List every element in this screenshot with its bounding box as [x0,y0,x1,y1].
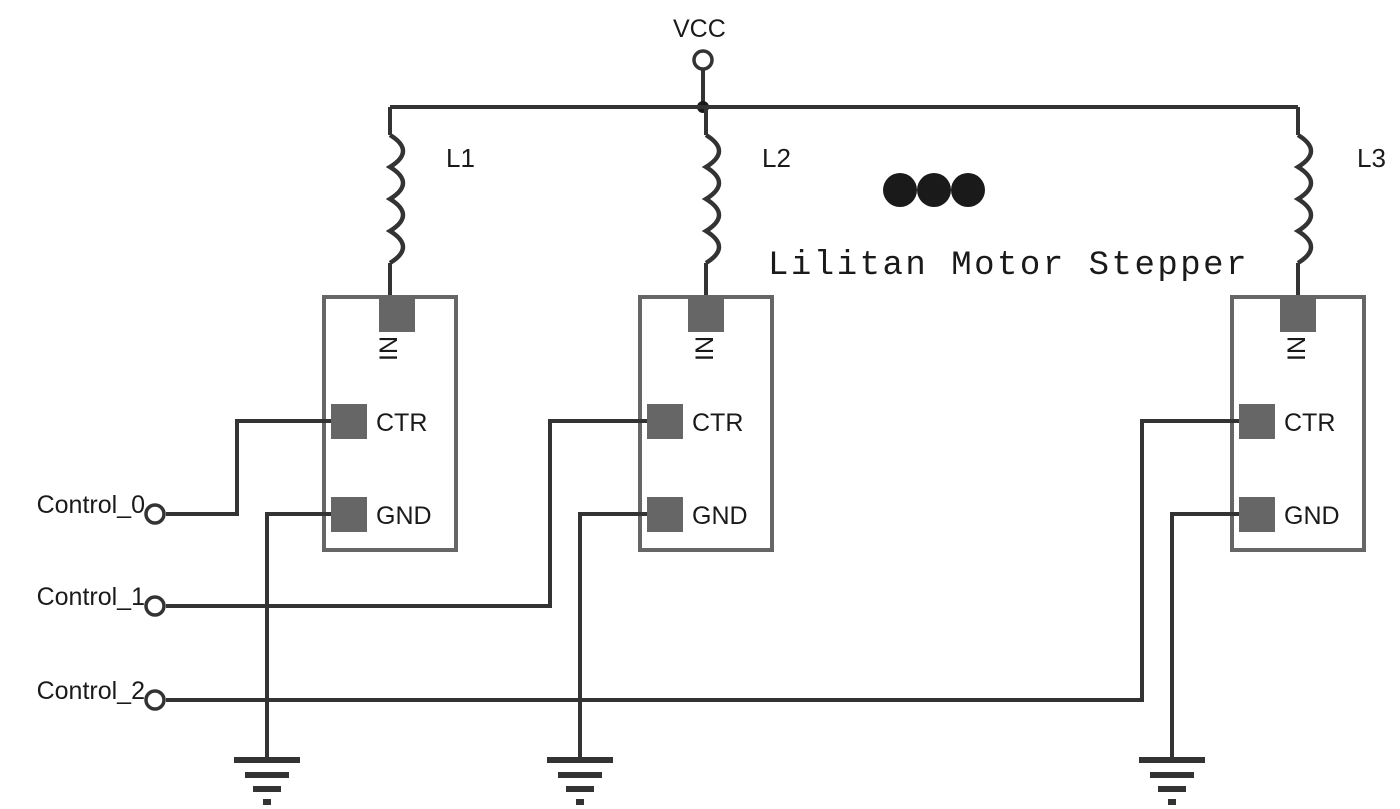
driver-ic-1[interactable] [322,295,458,552]
driver-2-label-in: IN [691,336,719,361]
driver-2-pin-gnd[interactable] [647,497,683,532]
driver-1-label-in: IN [375,336,403,361]
net-gnd-3 [1170,512,1239,760]
inductor-l2 [701,107,722,303]
control-0-wire [166,419,331,516]
driver-ic-2[interactable] [638,295,774,552]
driver-3-label-in: IN [1283,336,1311,361]
driver-3-label-gnd: GND [1284,502,1340,530]
control-0-terminal-circle[interactable] [144,503,166,525]
ground-symbol-2 [547,757,613,805]
inductor-l3 [1293,107,1314,303]
driver-3-label-ctr: CTR [1284,409,1335,437]
ground-symbol-1 [234,757,300,805]
driver-3-pin-in[interactable] [1280,297,1316,332]
inductor-l1 [385,107,406,303]
inductor-l3-label: L3 [1357,143,1386,173]
net-control-1 [166,419,647,608]
net-gnd-1 [265,512,331,760]
three-dots-dot-3 [951,173,985,207]
driver-2-label-gnd: GND [692,502,748,530]
vcc-label: VCC [673,15,726,43]
control-2-label: Control_2 [37,677,145,705]
driver-1-label-ctr: CTR [376,409,427,437]
gnd-2-wire [578,512,647,760]
vcc-terminal[interactable] [692,49,714,113]
inductor-l2-label: L2 [762,143,791,173]
driver-3-pin-ctr[interactable] [1239,404,1275,439]
gnd-3-wire [1170,512,1239,760]
driver-2-pin-ctr[interactable] [647,404,683,439]
three-dots-dot-1 [883,173,917,207]
driver-ic-3[interactable] [1230,295,1366,552]
l1-coil [385,133,406,265]
diagram-title: Lilitan Motor Stepper [768,247,1249,285]
driver-1-label-gnd: GND [376,502,432,530]
driver-2-pin-in[interactable] [688,297,724,332]
driver-2-label-ctr: CTR [692,409,743,437]
three-dots-dot-2 [917,173,951,207]
net-control-0 [166,419,331,516]
control-2-terminal-circle[interactable] [144,689,166,711]
driver-1-pin-ctr[interactable] [331,404,367,439]
driver-1-pin-gnd[interactable] [331,497,367,532]
gnd-1-wire [265,512,331,760]
control-1-label: Control_1 [37,583,145,611]
three-dots-icon [883,173,985,207]
net-control-2 [166,419,1239,702]
l3-coil [1293,133,1314,265]
driver-3-pin-gnd[interactable] [1239,497,1275,532]
control-0-label: Control_0 [37,491,145,519]
inductor-l1-label: L1 [446,143,475,173]
net-gnd-2 [578,512,647,760]
l2-coil [701,133,722,265]
vcc-terminal-circle[interactable] [692,49,714,71]
driver-1-pin-in[interactable] [379,297,415,332]
control-1-wire [166,419,647,608]
control-2-wire [166,419,1239,702]
control-1-terminal-circle[interactable] [144,595,166,617]
ground-symbol-3 [1139,757,1205,805]
